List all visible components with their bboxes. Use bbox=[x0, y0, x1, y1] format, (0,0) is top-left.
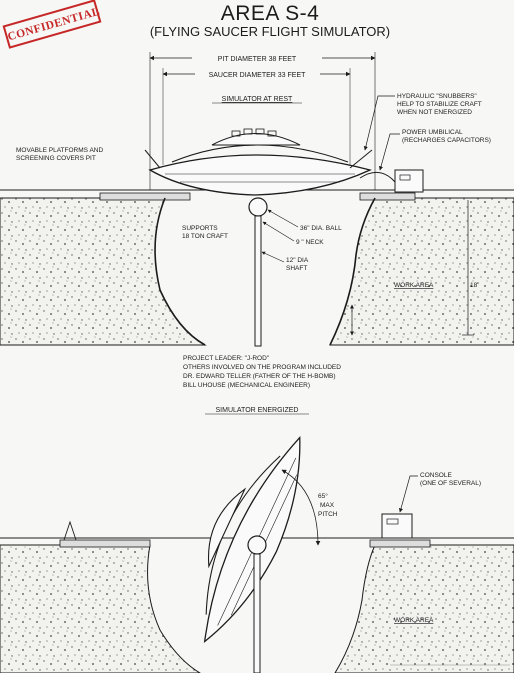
credits-block: PROJECT LEADER: "J-ROD" OTHERS INVOLVED … bbox=[183, 355, 341, 389]
shaft-line-2: SHAFT bbox=[286, 265, 307, 272]
credit-line-1: PROJECT LEADER: "J-ROD" bbox=[183, 355, 270, 362]
page-subtitle: (FLYING SAUCER FLIGHT SIMULATOR) bbox=[149, 24, 391, 39]
console-line-2: (ONE OF SEVERAL) bbox=[420, 480, 481, 487]
ball-callout: 36" DIA. BALL 9 " NECK 12" DIA SHAFT bbox=[261, 209, 342, 272]
snubbers-callout: HYDRAULIC "SNUBBERS" HELP TO STABILIZE C… bbox=[363, 93, 482, 151]
pitch-line-2: MAX bbox=[320, 502, 335, 509]
saucer-at-rest bbox=[144, 128, 373, 196]
credit-line-4: BILL UHOUSE (MECHANICAL ENGINEER) bbox=[183, 382, 310, 389]
saucer-tilted bbox=[203, 435, 301, 644]
rest-work-area-label: WORK AREA bbox=[394, 282, 434, 289]
page-title: AREA S-4 bbox=[220, 2, 320, 25]
umbilical-line-1: POWER UMBILICAL bbox=[402, 129, 463, 136]
umbilical-callout: POWER UMBILICAL (RECHARGES CAPACITORS) bbox=[378, 129, 491, 171]
platforms-line-1: MOVABLE PLATFORMS AND bbox=[16, 147, 103, 154]
depth-label: 18' bbox=[470, 282, 478, 289]
saucer-diameter-label: SAUCER DIAMETER 33 FEET bbox=[209, 72, 307, 79]
ball-label: 36" DIA. BALL bbox=[300, 225, 342, 232]
shaft-line-1: 12" DIA bbox=[286, 257, 309, 264]
supports-callout: SUPPORTS 18 TON CRAFT bbox=[182, 225, 228, 240]
credit-line-2: OTHERS INVOLVED ON THE PROGRAM INCLUDED bbox=[183, 364, 341, 371]
saucer-dimension: SAUCER DIAMETER 33 FEET bbox=[162, 68, 351, 165]
platforms-callout: MOVABLE PLATFORMS AND SCREENING COVERS P… bbox=[16, 147, 103, 162]
energized-heading: SIMULATOR ENERGIZED bbox=[216, 407, 299, 414]
snubbers-line-1: HYDRAULIC "SNUBBERS" bbox=[397, 93, 477, 100]
energized-work-area-label: WORK AREA bbox=[394, 617, 434, 624]
neck-label: 9 " NECK bbox=[296, 239, 324, 246]
supports-line-2: 18 TON CRAFT bbox=[182, 233, 228, 240]
snubbers-line-3: WHEN NOT ENERGIZED bbox=[397, 109, 472, 116]
pit-diameter-label: PIT DIAMETER 38 FEET bbox=[218, 56, 297, 63]
support-ball-shaft-rest bbox=[248, 197, 268, 347]
platforms-line-2: SCREENING COVERS PIT bbox=[16, 155, 96, 162]
pit-dimension: PIT DIAMETER 38 FEET bbox=[149, 52, 376, 190]
pitch-line-1: 65° bbox=[318, 492, 328, 500]
console-line-1: CONSOLE bbox=[420, 472, 452, 479]
pitch-line-3: PITCH bbox=[318, 511, 338, 518]
snubbers-line-2: HELP TO STABILIZE CRAFT bbox=[397, 101, 482, 108]
supports-line-1: SUPPORTS bbox=[182, 225, 218, 232]
console-energized: CONSOLE (ONE OF SEVERAL) bbox=[381, 472, 481, 539]
rest-ground bbox=[0, 189, 514, 346]
credit-line-3: DR. EDWARD TELLER (FATHER OF THE H-BOMB) bbox=[183, 373, 336, 380]
support-ball-shaft-energized bbox=[247, 535, 267, 673]
umbilical-line-2: (RECHARGES CAPACITORS) bbox=[402, 137, 491, 144]
pitch-callout: 65° MAX PITCH bbox=[281, 469, 338, 546]
console-rest bbox=[359, 169, 424, 193]
depth-dimension: 18' bbox=[349, 200, 478, 336]
rest-heading: SIMULATOR AT REST bbox=[222, 96, 293, 103]
energized-ground bbox=[0, 520, 514, 673]
